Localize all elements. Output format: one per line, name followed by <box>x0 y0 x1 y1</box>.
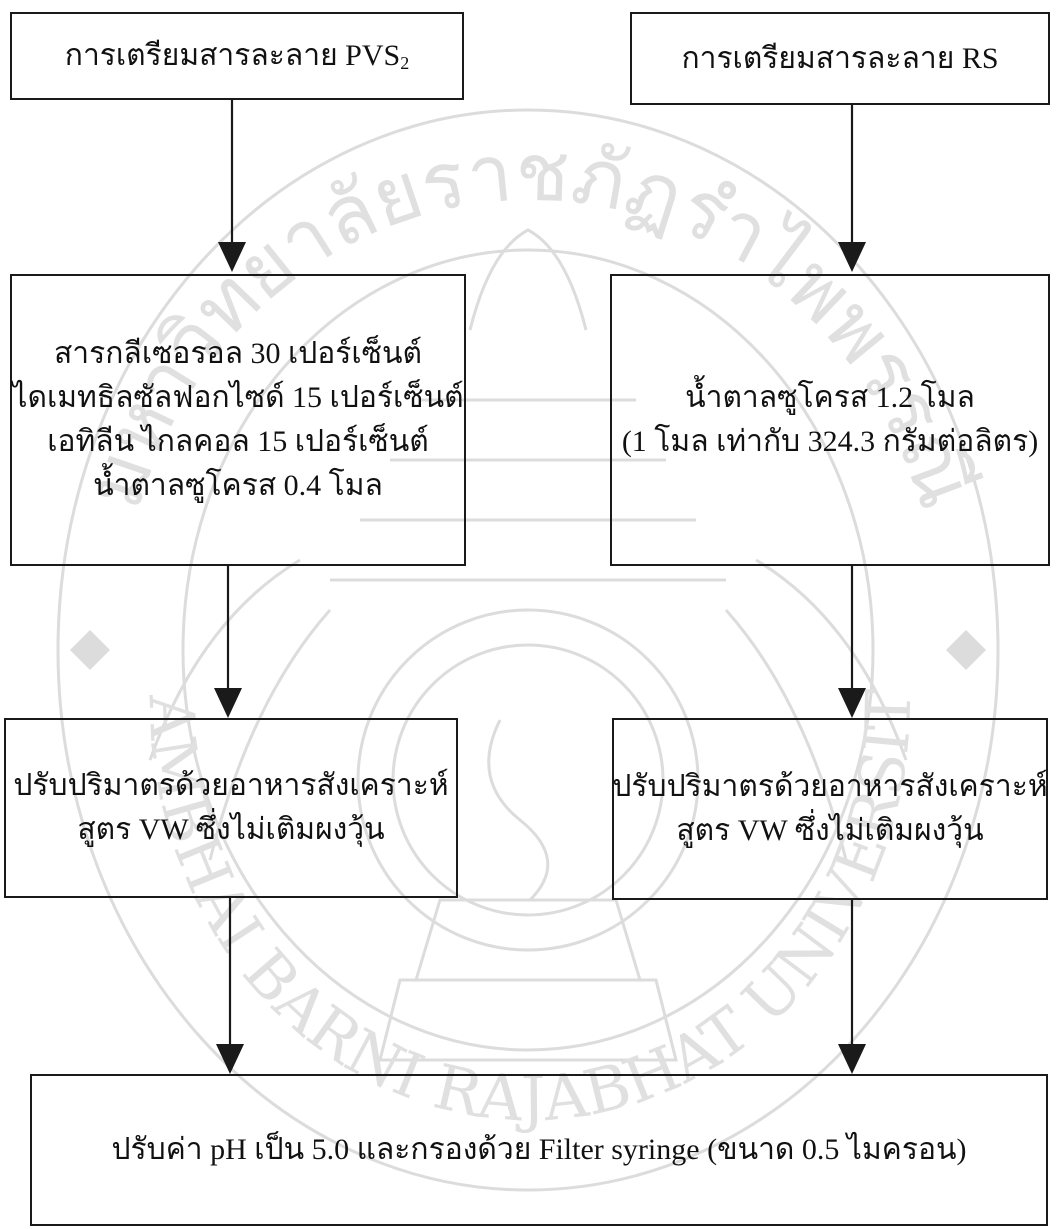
arrowhead-right-2 <box>838 688 866 718</box>
arrowhead-right-1 <box>838 242 866 272</box>
right-adjust-line-1: ปรับปริมาตรด้วยอาหารสังเคราะห์ <box>612 770 1048 803</box>
final-step-box: ปรับค่า pH เป็น 5.0 และกรองด้วย Filter s… <box>30 1074 1048 1226</box>
left-adjust-line-2: สูตร VW ซึ่งไม่เติมผงวุ้น <box>77 813 385 846</box>
arrowhead-right-3 <box>838 1044 866 1074</box>
right-composition-line-1: น้ำตาลซูโครส 1.2 โมล <box>685 381 975 414</box>
left-adjust-line-1: ปรับปริมาตรด้วยอาหารสังเคราะห์ <box>13 769 449 802</box>
arrowhead-left-3 <box>216 1044 244 1074</box>
right-composition-line-2: (1 โมล เท่ากับ 324.3 กรัมต่อลิตร) <box>621 425 1039 458</box>
left-composition-line-4: น้ำตาลซูโครส 0.4 โมล <box>93 469 383 502</box>
left-composition-line-2: ไดเมทธิลซัลฟอกไซด์ 15 เปอร์เซ็นต์ <box>12 381 464 414</box>
right-adjust-line-2: สูตร VW ซึ่งไม่เติมผงวุ้น <box>676 814 984 847</box>
left-composition-line-3: เอทิลีน ไกลคอล 15 เปอร์เซ็นต์ <box>47 425 429 458</box>
left-composition-line-1: สารกลีเซอรอล 30 เปอร์เซ็นต์ <box>54 337 422 370</box>
right-composition-box: น้ำตาลซูโครส 1.2 โมล (1 โมล เท่ากับ 324.… <box>610 274 1050 566</box>
arrowhead-left-1 <box>218 242 246 272</box>
right-adjust-box: ปรับปริมาตรด้วยอาหารสังเคราะห์ สูตร VW ซ… <box>612 718 1048 900</box>
left-title-subscript: 2 <box>400 53 410 73</box>
left-title-box: การเตรียมสารละลาย PVS2 <box>10 12 464 100</box>
left-adjust-box: ปรับปริมาตรด้วยอาหารสังเคราะห์ สูตร VW ซ… <box>4 718 458 898</box>
arrowhead-left-2 <box>214 688 242 718</box>
left-title-text: การเตรียมสารละลาย PVS <box>64 39 401 72</box>
final-step-text: ปรับค่า pH เป็น 5.0 และกรองด้วย Filter s… <box>111 1133 967 1166</box>
right-title-box: การเตรียมสารละลาย RS <box>630 12 1050 105</box>
left-composition-box: สารกลีเซอรอล 30 เปอร์เซ็นต์ ไดเมทธิลซัลฟ… <box>10 274 466 566</box>
left-title: การเตรียมสารละลาย PVS2 <box>65 34 409 78</box>
right-title: การเตรียมสารละลาย RS <box>681 41 999 75</box>
